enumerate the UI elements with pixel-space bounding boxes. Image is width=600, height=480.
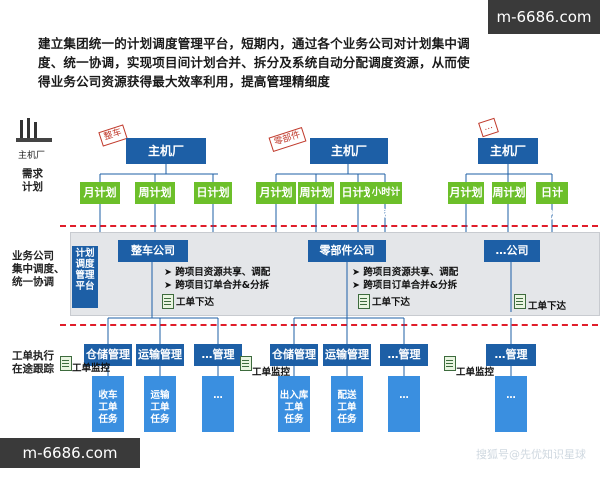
- company-vehicle: 整车公司: [118, 240, 188, 262]
- task-transport: 运输 工单 任务: [144, 376, 176, 432]
- company-other: …公司: [484, 240, 540, 262]
- company-note-resource: ➤ 跨项目资源共享、调配: [164, 267, 271, 278]
- watermark-source: 搜狐号@先优知识星球: [476, 448, 586, 461]
- manager-other: …管理: [380, 344, 428, 366]
- work-order-monitor: 工单监控: [456, 367, 495, 378]
- work-order-dispatch: 工单下达: [176, 297, 215, 308]
- task-delivery: 配送 工单 任务: [331, 376, 363, 432]
- note-text: 跨项目资源共享、调配: [175, 267, 271, 278]
- document-icon: [162, 294, 174, 309]
- plan-monthly: 月计划: [80, 182, 120, 204]
- document-icon: [240, 356, 252, 371]
- manager-transport: 运输管理: [136, 344, 184, 366]
- plan-monthly: 月计划: [256, 182, 296, 204]
- plan-weekly: 周计划: [135, 182, 175, 204]
- manager-warehouse: 仓储管理: [84, 344, 132, 366]
- task-vehicle-receipt: 收车 工单 任务: [92, 376, 124, 432]
- plan-daily: 日计划: [340, 182, 376, 204]
- label-execution: 工单执行 在途跟踪: [12, 350, 54, 375]
- document-icon: [358, 294, 370, 309]
- manager-other: …管理: [194, 344, 242, 366]
- work-order-dispatch: 工单下达: [528, 301, 567, 312]
- document-icon: [514, 294, 526, 309]
- document-icon: [60, 356, 72, 371]
- watermark-bottom: m-6686.com: [0, 438, 140, 468]
- plan-daily: 日计划: [194, 182, 232, 204]
- plant-box-3: 主机厂: [478, 138, 538, 164]
- company-note-order: ➤ 跨项目订单合并&分拆: [352, 280, 458, 291]
- separator-upper: [60, 225, 598, 227]
- note-text: 跨项目订单合并&分拆: [175, 280, 270, 291]
- work-order-monitor: 工单监控: [72, 363, 111, 374]
- intro-text: 建立集团统一的计划调度管理平台，短期内，通过各个业务公司对计划集中调度、统一协调…: [38, 36, 470, 89]
- factory-icon-label: 主机厂: [18, 151, 46, 161]
- factory-icon: [16, 118, 56, 146]
- document-icon: [444, 356, 456, 371]
- manager-other: …管理: [486, 344, 536, 366]
- separator-lower: [60, 324, 598, 326]
- manager-warehouse: 仓储管理: [270, 344, 318, 366]
- plan-weekly: 周计划: [492, 182, 526, 204]
- label-demand-plan: 需求 计划: [22, 168, 43, 193]
- note-text: 跨项目资源共享、调配: [363, 267, 459, 278]
- plant-box-1: 主机厂: [126, 138, 206, 164]
- watermark-top: m-6686.com: [488, 0, 600, 34]
- plan-daily: 日计划: [536, 182, 568, 221]
- task-other: …: [202, 376, 234, 432]
- company-note-resource: ➤ 跨项目资源共享、调配: [352, 267, 459, 278]
- company-parts: 零部件公司: [308, 240, 386, 262]
- plan-monthly: 月计划: [448, 182, 484, 204]
- plan-hourly: 小时计划: [370, 182, 402, 220]
- plan-weekly: 周计划: [298, 182, 334, 204]
- work-order-dispatch: 工单下达: [372, 297, 411, 308]
- company-note-order: ➤ 跨项目订单合并&分拆: [164, 280, 270, 291]
- task-other: …: [388, 376, 420, 432]
- task-inout: 出入库 工单 任务: [278, 376, 310, 432]
- plant-box-2: 主机厂: [310, 138, 388, 164]
- note-text: 跨项目订单合并&分拆: [363, 280, 458, 291]
- work-order-monitor: 工单监控: [252, 367, 291, 378]
- label-business-company: 业务公司 集中调度、 统一协调: [12, 250, 65, 288]
- platform-title: 计划 调度 管理 平台: [72, 246, 98, 308]
- manager-transport: 运输管理: [323, 344, 371, 366]
- task-other: …: [495, 376, 527, 432]
